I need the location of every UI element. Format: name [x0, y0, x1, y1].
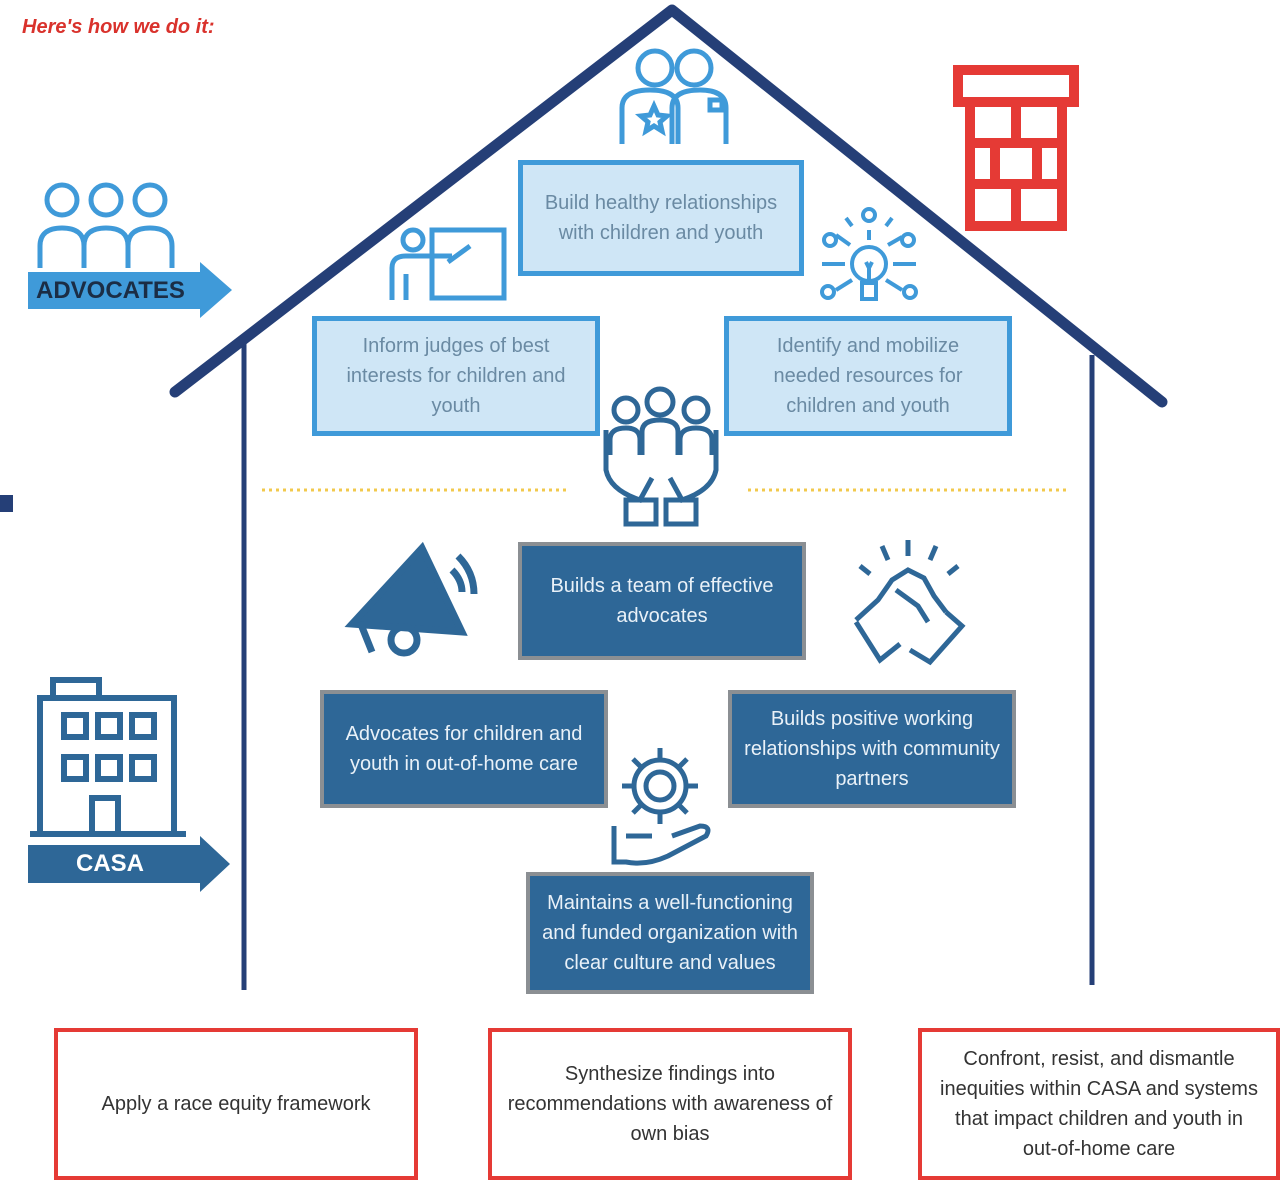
advocates-group-icon: [37, 182, 175, 268]
side-marker: [0, 495, 13, 512]
casa-box-partners: Builds positive working relationships wi…: [728, 690, 1016, 808]
chimney-icon: [953, 65, 1079, 231]
foundation-box-race-equity: Apply a race equity framework: [54, 1028, 418, 1180]
house-outline: [169, 4, 1168, 990]
casa-box-team: Builds a team of effective advocates: [518, 542, 806, 660]
advocate-box-inform-judges: Inform judges of best interests for chil…: [312, 316, 600, 436]
foundation-box-synthesize: Synthesize findings into recommendations…: [488, 1028, 852, 1180]
lightbulb-network-icon: [820, 207, 918, 301]
advocate-pair-icon: [619, 48, 729, 144]
advocates-label: ADVOCATES: [36, 277, 185, 304]
handshake-icon: [853, 540, 966, 666]
building-icon: [30, 677, 186, 837]
casa-label: CASA: [76, 850, 145, 877]
megaphone-icon: [344, 541, 478, 657]
teacher-board-icon: [389, 227, 507, 301]
advocate-box-relationships: Build healthy relationships with childre…: [518, 160, 804, 276]
casa-box-advocates: Advocates for children and youth in out-…: [320, 690, 608, 808]
casa-box-organization: Maintains a well-functioning and funded …: [526, 872, 814, 994]
casa-arrow: [28, 836, 230, 892]
heading: Here's how we do it:: [22, 16, 215, 38]
foundation-box-confront: Confront, resist, and dismantle inequiti…: [918, 1028, 1280, 1180]
gear-hand-icon: [611, 748, 711, 866]
hands-holding-people-icon: [603, 386, 719, 527]
advocate-box-resources: Identify and mobilize needed resources f…: [724, 316, 1012, 436]
advocates-arrow: [28, 262, 232, 318]
